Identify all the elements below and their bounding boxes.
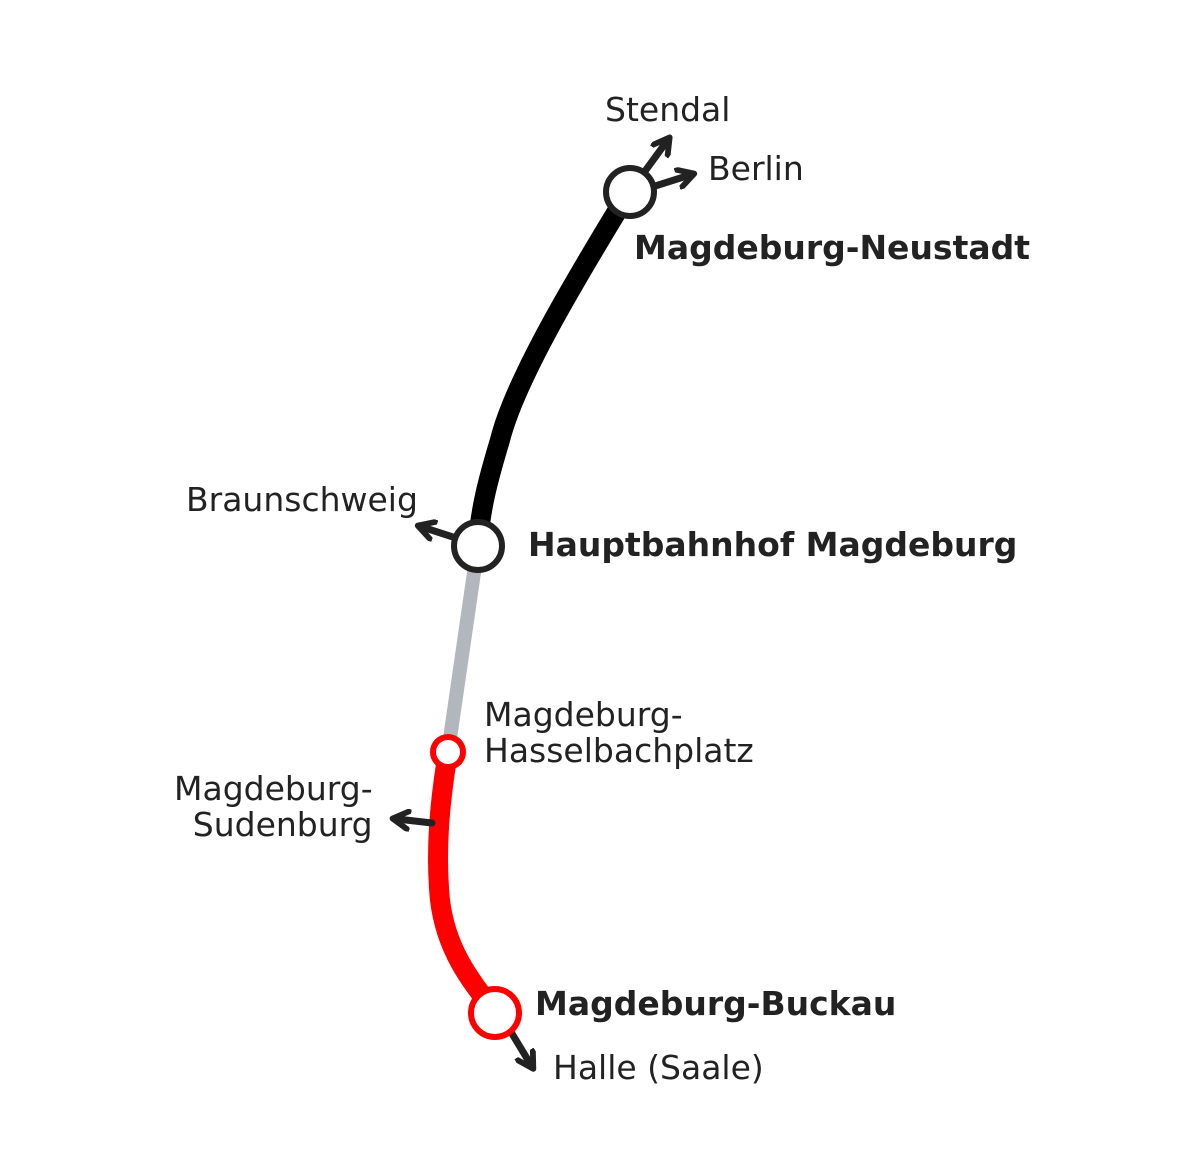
- station-label-hauptbahnhof-magdeburg: Hauptbahnhof Magdeburg: [528, 525, 1018, 564]
- station-magdeburg-hasselbachplatz-marker: [430, 734, 466, 770]
- station-magdeburg-buckau-marker: [468, 986, 522, 1040]
- arrow-to-halle: [507, 1028, 531, 1065]
- destination-label-magdeburg-sudenburg: Magdeburg- Sudenburg: [174, 771, 373, 842]
- arrow-to-sudenburg: [397, 819, 436, 823]
- route-segment-hauptbahnhof-hasselbachplatz: [441, 538, 485, 759]
- station-magdeburg-neustadt-marker: [603, 165, 657, 219]
- destination-label-berlin: Berlin: [708, 149, 804, 188]
- station-label-hasselbachplatz-line1: Magdeburg-: [484, 695, 683, 734]
- station-label-magdeburg-neustadt: Magdeburg-Neustadt: [634, 228, 1031, 267]
- route-segment-hasselbachplatz-buckau: [428, 742, 505, 1022]
- destination-label-braunschweig: Braunschweig: [186, 480, 418, 519]
- station-label-hasselbachplatz-line2: Hasselbachplatz: [484, 730, 754, 770]
- route-segment-neustadt-hauptbahnhof: [468, 180, 640, 555]
- arrow-to-braunschweig: [422, 527, 460, 538]
- station-label-magdeburg-buckau: Magdeburg-Buckau: [535, 984, 897, 1023]
- station-label-magdeburg-hasselbachplatz: Magdeburg- Hasselbachplatz: [484, 697, 754, 768]
- destination-label-stendal: Stendal: [605, 90, 731, 129]
- destination-label-halle-saale: Halle (Saale): [553, 1048, 764, 1087]
- arrow-to-berlin: [648, 175, 690, 191]
- destination-label-sudenburg-line1: Magdeburg-: [174, 769, 373, 808]
- destination-label-sudenburg-line2: Sudenburg: [192, 804, 373, 844]
- station-hauptbahnhof-magdeburg-marker: [451, 519, 505, 573]
